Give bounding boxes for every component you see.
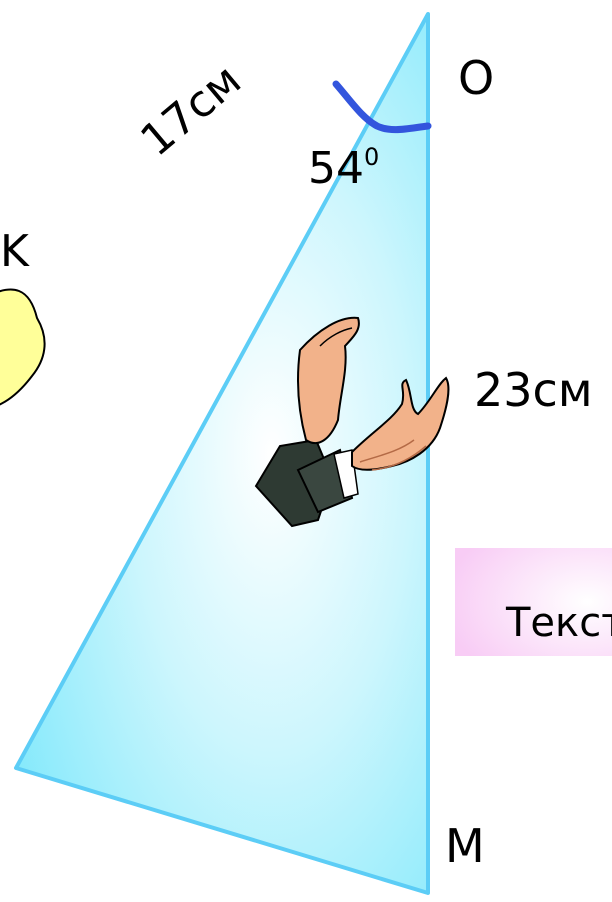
vertex-label-m: M [445,819,485,873]
angle-arc [332,80,432,134]
angle-value: 54 [308,143,364,194]
triangle [14,12,430,895]
side-label-om: 23см [474,363,593,417]
text-box[interactable] [455,548,612,656]
side-label-ok: 17см [131,54,251,166]
angle-label: 540 [308,143,379,194]
yellow-shape [0,288,46,406]
vertex-label-k: K [0,226,30,277]
clapping-hands-icon [254,316,450,528]
vertex-label-o: O [458,51,494,105]
angle-unit: 0 [364,143,379,171]
text-box-label: Текст [505,600,612,646]
